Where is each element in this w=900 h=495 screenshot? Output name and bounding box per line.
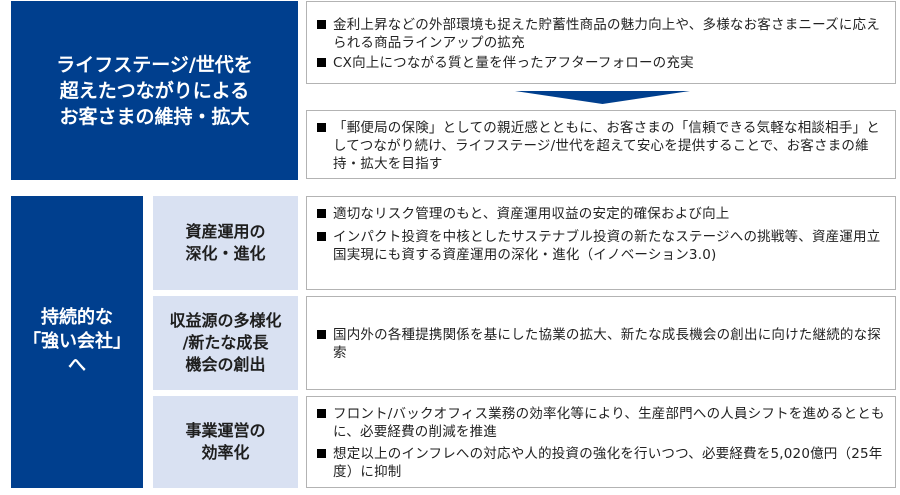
bullet-item: 「郵便局の保険」としての親近感とともに、お客さまの「信頼できる気軽な相談相手」と… [317, 119, 885, 173]
bullet-item: フロント/バックオフィス業務の効率化等により、生産部門への人員シフトを進めるとと… [317, 405, 885, 441]
square-bullet-icon [317, 19, 326, 29]
bullet-item: インパクト投資を中核としたサステナブル投資の新たなステージへの挑戦等、資産運用立… [317, 228, 885, 264]
row-label-asset-management: 資産運用の 深化・進化 [153, 196, 298, 290]
row-label-operational-efficiency: 事業運営の 効率化 [153, 396, 298, 488]
bullet-text: 適切なリスク管理のもと、資産運用収益の安定的確保および向上 [333, 206, 730, 222]
square-bullet-icon [317, 209, 326, 218]
bullet-text: インパクト投資を中核としたサステナブル投資の新たなステージへの挑戦等、資産運用立… [333, 229, 881, 263]
row-label-revenue-diversification: 収益源の多様化 /新たな成長 機会の創出 [153, 296, 298, 390]
row-label-text: 収益源の多様化 /新たな成長 機会の創出 [169, 311, 282, 374]
top-heading-box: ライフステージ/世代を 超えたつながりによる お客さまの維持・拡大 [11, 1, 298, 180]
bullet-text: CX向上につながる質と量を伴ったアフターフォローの充実 [333, 54, 694, 71]
bullet-text: 想定以上のインフレへの対応や人的投資の強化を行いつつ、必要経費を5,020億円（… [333, 446, 883, 480]
square-bullet-icon [317, 449, 326, 458]
down-arrow-icon [515, 91, 690, 104]
bullet-item: 適切なリスク管理のもと、資産運用収益の安定的確保および向上 [317, 205, 885, 223]
top-goal-box: 「郵便局の保険」としての親近感とともに、お客さまの「信頼できる気軽な相談相手」と… [306, 110, 896, 179]
row-content-operational-efficiency: フロント/バックオフィス業務の効率化等により、生産部門への人員シフトを進めるとと… [306, 396, 896, 488]
square-bullet-icon [317, 330, 326, 339]
square-bullet-icon [317, 57, 326, 67]
bullet-item: 国内外の各種提携関係を基にした協業の拡大、新たな成長機会の創出に向けた継続的な探… [317, 326, 885, 362]
bullet-text: 国内外の各種提携関係を基にした協業の拡大、新たな成長機会の創出に向けた継続的な探… [333, 327, 881, 361]
row-content-asset-management: 適切なリスク管理のもと、資産運用収益の安定的確保および向上 インパクト投資を中核… [306, 196, 896, 290]
bullet-text: 「郵便局の保険」としての親近感とともに、お客さまの「信頼できる気軽な相談相手」と… [333, 119, 880, 172]
square-bullet-icon [317, 122, 326, 132]
row-label-text: 資産運用の 深化・進化 [185, 222, 266, 263]
row-label-text: 事業運営の 効率化 [185, 421, 266, 462]
row-content-revenue-diversification: 国内外の各種提携関係を基にした協業の拡大、新たな成長機会の創出に向けた継続的な探… [306, 296, 896, 390]
bottom-heading-box: 持続的な 「強い会社」 へ [11, 196, 143, 488]
bullet-item: 金利上昇などの外部環境も捉えた貯蓄性商品の魅力向上や、多様なお客さまニーズに応え… [317, 16, 885, 52]
bullet-text: フロント/バックオフィス業務の効率化等により、生産部門への人員シフトを進めるとと… [333, 406, 885, 440]
bullet-item: 想定以上のインフレへの対応や人的投資の強化を行いつつ、必要経費を5,020億円（… [317, 445, 885, 481]
bullet-text: 金利上昇などの外部環境も捉えた貯蓄性商品の魅力向上や、多様なお客さまニーズに応え… [333, 16, 880, 51]
square-bullet-icon [317, 409, 326, 418]
top-heading-text: ライフステージ/世代を 超えたつながりによる お客さまの維持・拡大 [56, 53, 253, 128]
square-bullet-icon [317, 232, 326, 241]
bullet-item: CX向上につながる質と量を伴ったアフターフォローの充実 [317, 54, 885, 72]
bottom-heading-text: 持続的な 「強い会社」 へ [23, 307, 131, 376]
top-strategy-box: 金利上昇などの外部環境も捉えた貯蓄性商品の魅力向上や、多様なお客さまニーズに応え… [306, 1, 896, 84]
